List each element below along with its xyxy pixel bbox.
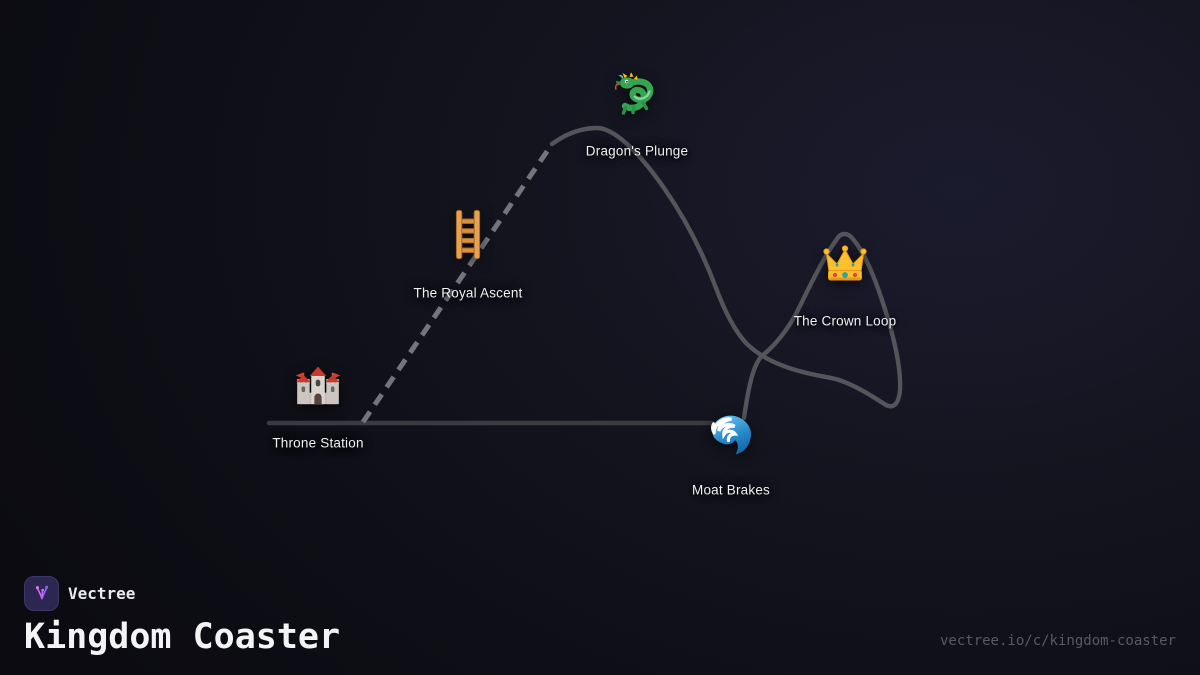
brand-name: Vectree xyxy=(68,583,136,603)
station-label: The Royal Ascent xyxy=(413,285,523,301)
share-url: vectree.io/c/kingdom-coaster xyxy=(939,633,1176,649)
castle-icon xyxy=(293,365,343,418)
vectree-branch-icon xyxy=(31,582,53,604)
crown-icon xyxy=(822,245,868,290)
page-title: Kingdom Coaster xyxy=(24,616,341,657)
brand-row: Vectree xyxy=(24,575,340,611)
brand-logo xyxy=(24,575,59,611)
footer: Vectree Kingdom Coaster xyxy=(24,575,341,657)
station-label: Moat Brakes xyxy=(692,482,770,498)
station-label: The Crown Loop xyxy=(793,313,897,329)
station-label: Dragon's Plunge xyxy=(585,143,689,159)
station-label: Throne Station xyxy=(272,435,364,451)
track-lift-hill xyxy=(360,142,555,424)
ladder-icon xyxy=(454,209,483,266)
track-ride-curve xyxy=(549,125,903,421)
dragon-icon xyxy=(614,72,660,123)
wave-icon xyxy=(708,412,755,462)
